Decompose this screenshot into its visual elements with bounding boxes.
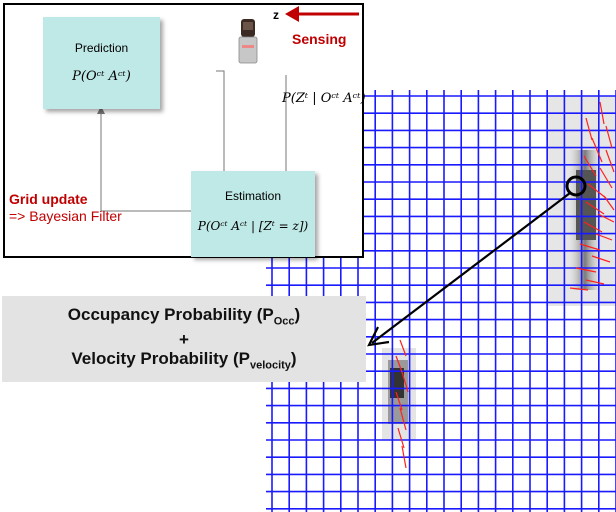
velocity-vector — [401, 445, 407, 469]
lidar-sensor-icon — [238, 19, 258, 64]
occupancy-probability-line: Occupancy Probability (POcc) — [2, 304, 366, 332]
velocity-vector — [401, 371, 409, 393]
velocity-vector — [585, 201, 605, 215]
velocity-vector — [591, 255, 611, 263]
plus-sign: + — [179, 330, 189, 350]
probability-callout: Occupancy Probability (POcc) + Velocity … — [2, 296, 366, 382]
estimation-node: Estimation P(Oᶜᵗ Aᶜᵗ | [Zᵗ = z]) — [191, 171, 315, 257]
velocity-vectors — [395, 101, 615, 469]
grid-update-subtitle: => Bayesian Filter — [9, 208, 122, 224]
bayesian-filter-diagram: Prediction P(Oᶜᵗ Aᶜᵗ) Estimation P(Oᶜᵗ A… — [3, 3, 366, 258]
grid-lines — [266, 90, 616, 512]
velocity-close: ) — [290, 349, 297, 369]
velocity-vector — [569, 287, 589, 291]
sensing-label: Sensing — [292, 31, 347, 47]
measurement-z-label: z — [273, 8, 279, 22]
velocity-vector — [399, 407, 407, 431]
velocity-vector — [597, 213, 615, 223]
cell-to-callout-arrow — [371, 192, 571, 344]
velocity-vector — [587, 183, 607, 199]
velocity-vector — [575, 267, 597, 273]
velocity-vector — [599, 101, 605, 125]
velocity-probability-text: Velocity Probability (P — [71, 349, 250, 369]
occupancy-dark-left — [390, 368, 404, 398]
prediction-formula: P(Oᶜᵗ Aᶜᵗ) — [72, 69, 131, 84]
velocity-probability-line: Velocity Probability (Pvelocity) — [2, 348, 366, 376]
occupancy-subscript: Occ — [273, 315, 295, 328]
estimation-title: Estimation — [224, 189, 282, 203]
velocity-vector — [605, 149, 615, 173]
velocity-vector — [585, 279, 605, 285]
velocity-vector — [395, 391, 403, 411]
velocity-vector — [591, 137, 603, 163]
selected-cell-marker — [565, 175, 587, 197]
prediction-title: Prediction — [74, 41, 129, 55]
velocity-vector — [583, 155, 597, 177]
occupancy-dark-right — [576, 170, 596, 240]
occupancy-close: ) — [294, 305, 301, 324]
sensing-arrow-icon — [285, 6, 359, 22]
velocity-vector — [395, 355, 403, 373]
velocity-vector — [397, 427, 405, 449]
velocity-subscript: velocity — [249, 359, 291, 372]
estimation-formula: P(Oᶜᵗ Aᶜᵗ | [Zᵗ = z]) — [197, 219, 309, 233]
velocity-vector — [599, 167, 613, 189]
velocity-vector — [595, 233, 613, 241]
velocity-vector — [583, 221, 603, 233]
velocity-vector — [605, 125, 613, 149]
prediction-node: Prediction P(Oᶜᵗ Aᶜᵗ) — [43, 17, 160, 109]
velocity-vector — [585, 117, 593, 141]
velocity-vector — [603, 195, 615, 211]
velocity-vector — [399, 339, 407, 357]
occupancy-probability-text: Occupancy Probability (P — [67, 305, 274, 324]
grid-update-title: Grid update — [9, 191, 88, 207]
callout-arrowhead — [367, 326, 390, 347]
sensor-model-formula: P(Zᵗ | Oᶜᵗ Aᶜᵗ) — [282, 91, 366, 106]
velocity-vector — [579, 243, 601, 251]
